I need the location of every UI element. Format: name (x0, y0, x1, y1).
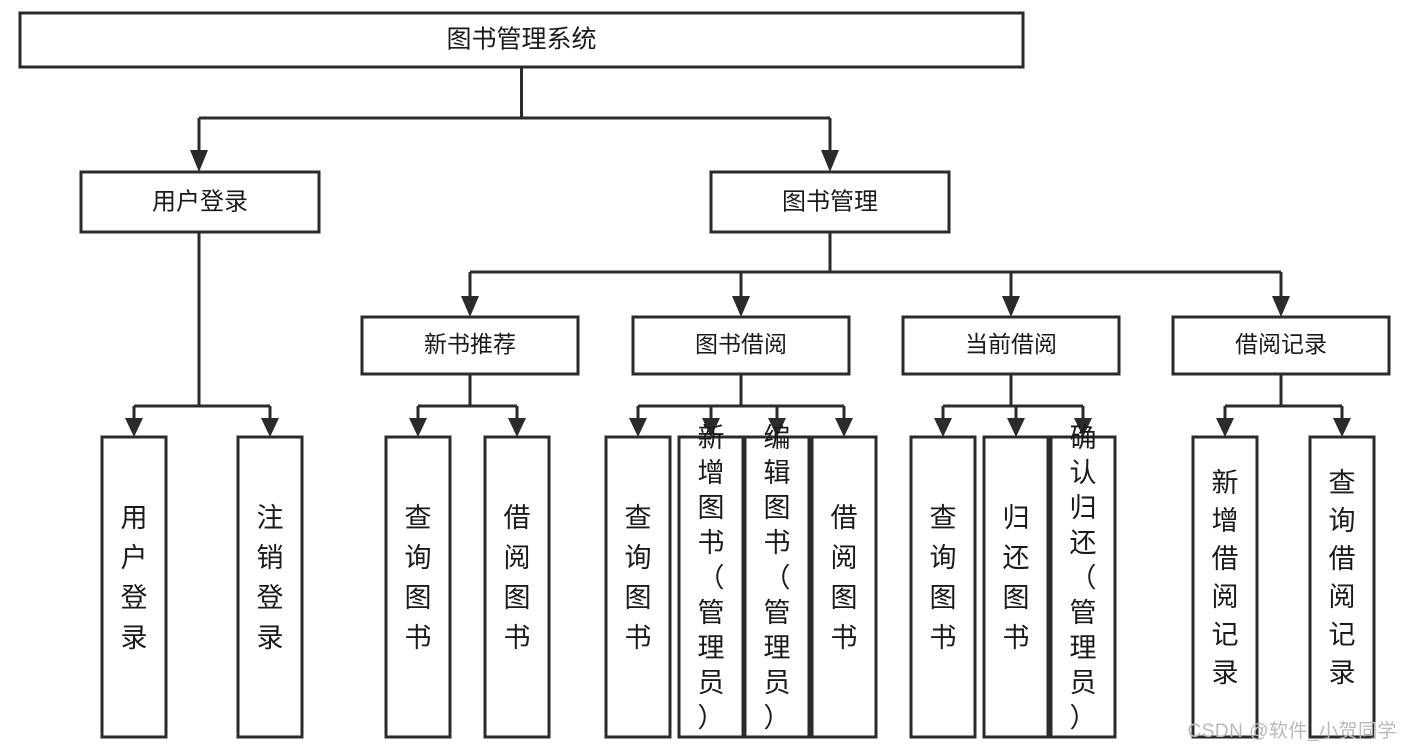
node-leaf-edit-book-box[interactable] (743, 435, 811, 739)
arrow-head-current-borrow (1002, 296, 1020, 317)
node-borrow-record-label: 借阅记录 (1235, 331, 1327, 357)
arrow-head-leaf-user-logout (261, 418, 279, 437)
node-leaf-borrow-book-1-label: 借阅图书 (504, 503, 531, 653)
node-book-borrow[interactable]: 图书借阅 (631, 315, 851, 376)
node-current-borrow[interactable]: 当前借阅 (901, 315, 1121, 376)
arrow-head-new-book-rec (461, 296, 479, 317)
node-leaf-add-book-box[interactable] (677, 435, 745, 739)
arrow-head-leaf-query-record (1333, 418, 1351, 437)
node-leaf-borrow-book-1-box[interactable] (483, 435, 551, 739)
node-leaf-query-book-3-label: 查询图书 (930, 503, 957, 653)
node-leaf-borrow-book-1[interactable]: 借阅图书 (483, 435, 551, 739)
node-root-label: 图书管理系统 (446, 26, 596, 54)
node-leaf-query-record[interactable]: 查询借阅记录 (1308, 435, 1376, 739)
node-leaf-user-login-label: 用户登录 (121, 503, 148, 653)
node-leaf-confirm-return[interactable]: 确认归还（管理员） (1049, 423, 1117, 739)
node-leaf-return-book-box[interactable] (982, 435, 1050, 739)
node-leaf-query-book-1-box[interactable] (384, 435, 452, 739)
arrow-head-leaf-query-book-3 (934, 418, 952, 437)
node-root[interactable]: 图书管理系统 (18, 11, 1025, 69)
node-borrow-record-box[interactable] (1171, 315, 1391, 376)
connector-group-current-borrow (934, 374, 1092, 437)
node-leaf-edit-book[interactable]: 编辑图书（管理员） (743, 423, 811, 739)
node-borrow-record[interactable]: 借阅记录 (1171, 315, 1391, 376)
node-leaf-user-login[interactable]: 用户登录 (100, 435, 168, 739)
node-leaf-query-record-label: 查询借阅记录 (1329, 468, 1356, 688)
node-book-manage-label: 图书管理 (782, 188, 878, 215)
arrow-head-leaf-query-book-1 (409, 418, 427, 437)
node-leaf-confirm-return-box[interactable] (1049, 435, 1117, 739)
node-leaf-add-record[interactable]: 新增借阅记录 (1191, 435, 1259, 739)
node-current-borrow-box[interactable] (901, 315, 1121, 376)
connector-group-borrow-record (1216, 374, 1351, 437)
node-leaf-borrow-book-2[interactable]: 借阅图书 (810, 435, 878, 739)
node-user-login-label: 用户登录 (152, 188, 248, 215)
connector-group-root (190, 67, 839, 172)
node-user-login[interactable]: 用户登录 (79, 170, 321, 234)
node-leaf-query-book-3-box[interactable] (909, 435, 977, 739)
node-root-box[interactable] (18, 11, 1025, 69)
watermark-text: CSDN @软件_小贺同学 (1187, 721, 1397, 742)
connector-group-user-login (125, 232, 279, 437)
arrow-head-leaf-add-book (702, 418, 720, 437)
node-user-login-box[interactable] (79, 170, 321, 234)
node-leaf-query-book-2[interactable]: 查询图书 (604, 435, 672, 739)
node-leaf-add-record-label: 新增借阅记录 (1212, 468, 1239, 688)
node-leaf-query-record-box[interactable] (1308, 435, 1376, 739)
arrow-head-book-manage (821, 150, 839, 172)
node-leaf-query-book-1[interactable]: 查询图书 (384, 435, 452, 739)
node-leaf-return-book-label: 归还图书 (1003, 503, 1030, 653)
arrow-head-leaf-return-book (1007, 418, 1025, 437)
leaf-node-layer: 用户登录 注销登录 查询图书 借阅图书 查询图书 新增图书（管理员） 编辑图书（管理员） 借阅… (100, 423, 1376, 739)
arrow-head-book-borrow (732, 296, 750, 317)
node-leaf-user-login-box[interactable] (100, 435, 168, 739)
node-leaf-add-record-box[interactable] (1191, 435, 1259, 739)
arrow-head-leaf-edit-book (768, 418, 786, 437)
node-leaf-add-book[interactable]: 新增图书（管理员） (677, 423, 745, 739)
node-leaf-query-book-1-label: 查询图书 (405, 503, 432, 653)
node-leaf-add-book-label: 新增图书（管理员） (698, 423, 725, 733)
arrow-head-leaf-add-record (1216, 418, 1234, 437)
node-leaf-user-logout-box[interactable] (236, 435, 304, 739)
connector-group-book-borrow (629, 374, 853, 437)
node-leaf-confirm-return-label: 确认归还（管理员） (1070, 423, 1097, 733)
node-new-book-rec[interactable]: 新书推荐 (360, 315, 580, 376)
node-leaf-query-book-2-label: 查询图书 (625, 503, 652, 653)
node-leaf-query-book-2-box[interactable] (604, 435, 672, 739)
node-leaf-borrow-book-2-box[interactable] (810, 435, 878, 739)
node-leaf-borrow-book-2-label: 借阅图书 (831, 503, 858, 653)
node-book-manage-box[interactable] (709, 170, 951, 234)
node-leaf-return-book[interactable]: 归还图书 (982, 435, 1050, 739)
node-new-book-rec-box[interactable] (360, 315, 580, 376)
arrow-head-user-login (190, 150, 208, 172)
node-new-book-rec-label: 新书推荐 (424, 331, 516, 357)
arrow-head-leaf-query-book-2 (629, 418, 647, 437)
connector-group-book-manage (461, 232, 1290, 317)
arrow-head-leaf-user-login (125, 418, 143, 437)
node-book-borrow-label: 图书借阅 (695, 331, 787, 357)
node-leaf-user-logout-label: 注销登录 (257, 503, 284, 653)
arrow-head-leaf-borrow-book-2 (835, 418, 853, 437)
node-leaf-user-logout[interactable]: 注销登录 (236, 435, 304, 739)
node-book-borrow-box[interactable] (631, 315, 851, 376)
arrow-head-leaf-borrow-book-1 (508, 418, 526, 437)
arrow-head-leaf-confirm-return (1074, 418, 1092, 437)
node-book-manage[interactable]: 图书管理 (709, 170, 951, 234)
node-leaf-edit-book-label: 编辑图书（管理员） (764, 423, 791, 733)
node-leaf-query-book-3[interactable]: 查询图书 (909, 435, 977, 739)
arrow-head-borrow-record (1272, 296, 1290, 317)
connector-group-new-book-rec (409, 374, 526, 437)
node-current-borrow-label: 当前借阅 (965, 331, 1057, 357)
